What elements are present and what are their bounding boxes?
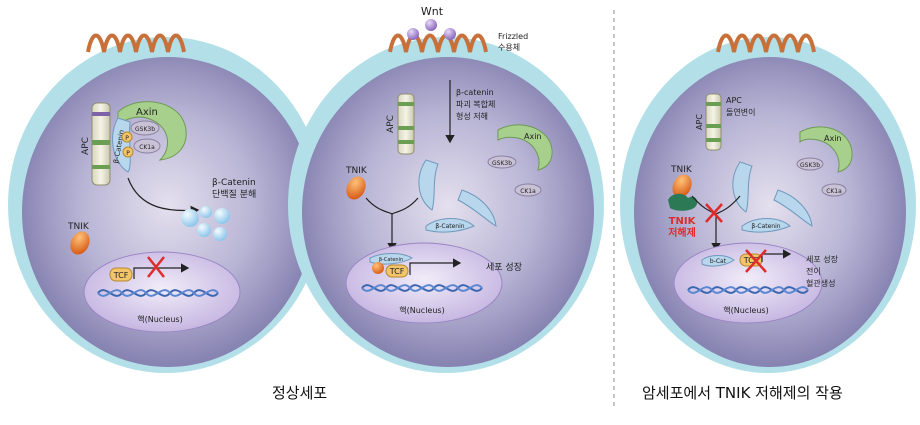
beta-catenin-free-1 [732, 161, 753, 213]
tnik-label: TNIK [67, 222, 90, 232]
apc-protein [91, 102, 111, 186]
beta-catenin-free-2 [457, 189, 497, 227]
apc-label: APC [695, 114, 704, 130]
axin-label: Axin [136, 107, 158, 118]
frizzled-receptor [716, 33, 816, 53]
phosphate-2-label: P [126, 150, 130, 157]
transcription-arrow [409, 258, 462, 275]
converging-arrows [365, 197, 419, 215]
apc-mutation-line1: APC [726, 96, 742, 105]
nucleus-label: 핵(Nucleus) [137, 314, 182, 324]
axin-label: Axin [524, 132, 542, 141]
frizzled-label-line2: 수용체 [498, 42, 520, 52]
phosphate-2 [122, 146, 134, 158]
growth-label-line2: 전이 [806, 266, 821, 276]
nucleus-label: 핵(Nucleus) [399, 305, 444, 315]
dna-helix [687, 286, 809, 294]
transcription-arrow-blocked [133, 263, 190, 279]
beta-catenin-nuclear-label: β-Catenin [379, 257, 403, 263]
gsk3b-protein [796, 157, 824, 171]
inhibitor-label-line2: 저해제 [668, 226, 696, 239]
apc-protein [397, 93, 415, 155]
gsk3b-protein [487, 155, 517, 169]
gsk3b-label: GSK3b [800, 162, 820, 169]
complex-inhibit-line2: 파괴 복합체 [456, 99, 495, 109]
beta-catenin-label: β-Catenin [435, 223, 464, 230]
phosphate-1-label: P [125, 135, 129, 142]
gsk3b-protein [130, 120, 160, 136]
caption-normal-cell: 정상세포 [272, 384, 328, 402]
tcf-label: TCF [389, 267, 405, 276]
ck1a-protein [514, 183, 542, 197]
degradation-label-line1: β-Catenin [212, 178, 256, 188]
wnt-ligands [407, 19, 456, 40]
tcf-protein [109, 267, 133, 282]
bcat-short-label: b-Cat [710, 258, 727, 265]
nucleus-label: 핵(Nucleus) [723, 305, 768, 315]
tnik-protein [346, 176, 366, 200]
inhibition-x-mark [147, 256, 165, 278]
ck1a-label: CK1a [520, 188, 536, 195]
tcf-protein [385, 264, 409, 278]
frizzled-receptor [86, 33, 186, 53]
panel-normal-cell: APC Axin GSK3b CK1a β-Catenin P P β-Cate… [8, 33, 324, 373]
tnik-inhibitor-molecule [668, 193, 698, 211]
growth-label-line3: 혈관생성 [806, 278, 835, 288]
beta-catenin-nuclear [701, 255, 735, 267]
inhibition-x-mark-cytoplasm [705, 203, 723, 223]
axin-label: Axin [824, 134, 842, 143]
apc-label: APC [81, 137, 91, 155]
ck1a-label: CK1a [826, 188, 842, 195]
tcf-label: TCF [743, 256, 759, 265]
frizzled-label-line1: Frizzled [498, 32, 528, 41]
apc-mutant-protein [705, 93, 722, 151]
beta-catenin-free-3 [425, 218, 475, 233]
degraded-beta-catenin-bubbles [181, 206, 230, 241]
axin-protein [497, 124, 553, 171]
panel-wnt-activated-cell: Wnt Frizzled 수용체 β-catenin 파괴 복합체 형성 저해 … [288, 5, 604, 373]
beta-catenin-free-2 [773, 189, 813, 227]
axin-protein [117, 101, 187, 161]
tnik-label: TNIK [345, 166, 368, 176]
wnt-label: Wnt [421, 5, 444, 18]
axin-protein [799, 126, 853, 173]
degradation-label-line2: 단백질 분해 [212, 188, 256, 200]
gsk3b-label: GSK3b [492, 160, 512, 167]
growth-label: 세포 성장 [486, 262, 522, 273]
inhibitor-label-line1: TNIK [669, 216, 697, 227]
frizzled-receptor [388, 33, 488, 53]
beta-catenin-free-3 [741, 218, 791, 233]
caption-cancer-cell: 암세포에서 TNIK 저해제의 작용 [642, 384, 843, 402]
dna-helix [97, 289, 219, 297]
ck1a-protein [821, 183, 847, 197]
beta-catenin-label: β-Catenin [751, 223, 780, 230]
apc-mutation-line2: 돌연변이 [726, 107, 755, 117]
tnik-protein [70, 231, 90, 255]
ck1a-protein [133, 138, 161, 154]
tnik-label: TNIK [670, 165, 693, 175]
tcf-label: TCF [113, 271, 129, 280]
gsk3b-label: GSK3b [135, 126, 155, 133]
complex-inhibit-line1: β-catenin [456, 88, 494, 97]
complex-inhibit-line3: 형성 저해 [456, 111, 488, 121]
tnik-nuclear [372, 262, 384, 274]
tnik-protein [672, 174, 692, 198]
phosphate-1 [121, 131, 133, 143]
panel-cancer-cell: APC APC 돌연변이 Axin GSK3b CK1a β-Catenin T… [620, 33, 916, 373]
inhibition-x-mark-nucleus [745, 249, 767, 273]
dna-helix [361, 284, 483, 292]
ck1a-label: CK1a [139, 144, 155, 151]
beta-catenin-free-1 [418, 159, 439, 211]
apc-label: APC [386, 115, 396, 133]
growth-label-line1: 세포 성장 [806, 254, 839, 264]
